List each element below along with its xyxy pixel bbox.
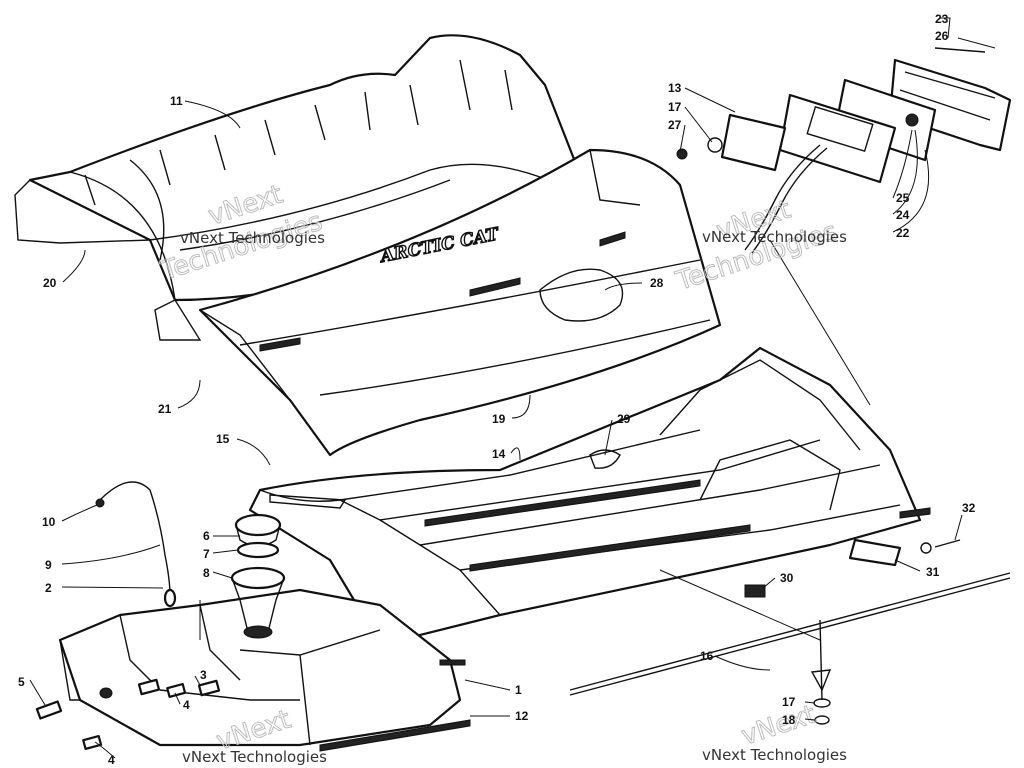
part-callouts: 23 26 11 13 17 27 25 24 22 20 28 21 19 2…: [18, 12, 976, 767]
watermark-caption-bottom-right: vNext Technologies: [702, 746, 847, 764]
callout-16: 16: [700, 649, 714, 663]
callout-9: 9: [45, 558, 52, 572]
callout-3: 3: [200, 668, 207, 682]
callout-12: 12: [515, 709, 529, 723]
side-bracket: [744, 538, 961, 598]
callout-30: 30: [780, 571, 794, 585]
callout-26: 26: [935, 29, 949, 43]
tank-fittings: [35, 678, 221, 751]
callout-19: 19: [492, 412, 506, 426]
callout-28: 28: [650, 276, 664, 290]
callout-leaders: [29, 17, 996, 759]
watermark-caption-bottom-left: vNext Technologies: [182, 748, 327, 766]
fuel-cap-assembly: [230, 494, 347, 639]
vent-hose: [95, 481, 177, 608]
callout-14: 14: [492, 447, 506, 461]
taillight-assembly: [676, 47, 1012, 254]
rear-cowl: [198, 148, 722, 457]
callout-18: 18: [782, 713, 796, 727]
callout-7: 7: [203, 547, 210, 561]
callout-27: 27: [668, 118, 682, 132]
callout-24: 24: [896, 208, 910, 222]
callout-21: 21: [158, 402, 172, 416]
callout-29: 29: [617, 412, 631, 426]
callout-8: 8: [203, 566, 210, 580]
rear-axle-rod: [569, 572, 1011, 725]
watermark-faint-bottom-right-a: vNext: [738, 700, 820, 752]
callout-10: 10: [42, 515, 56, 529]
callout-20: 20: [43, 276, 57, 290]
callout-6: 6: [203, 529, 210, 543]
watermark-caption-top-right: vNext Technologies: [702, 228, 847, 246]
callout-17-bottom: 17: [782, 695, 796, 709]
callout-23: 23: [935, 12, 949, 26]
callout-5: 5: [18, 675, 25, 689]
callout-2: 2: [45, 581, 52, 595]
fuel-tank: [58, 588, 471, 752]
callout-32: 32: [962, 501, 976, 515]
callout-4-upper: 4: [183, 698, 190, 712]
callout-4-lower: 4: [108, 753, 115, 767]
callout-1: 1: [515, 683, 522, 697]
watermark-caption-top-left: vNext Technologies: [180, 229, 325, 247]
assembly-leader-lines: [199, 239, 871, 641]
callout-15: 15: [216, 432, 230, 446]
callout-22: 22: [896, 226, 910, 240]
tunnel-body-pan: [248, 346, 931, 642]
callout-25: 25: [896, 191, 910, 205]
callout-11: 11: [170, 94, 183, 108]
callout-17-top: 17: [668, 100, 682, 114]
callout-13: 13: [668, 81, 682, 95]
callout-31: 31: [926, 565, 940, 579]
